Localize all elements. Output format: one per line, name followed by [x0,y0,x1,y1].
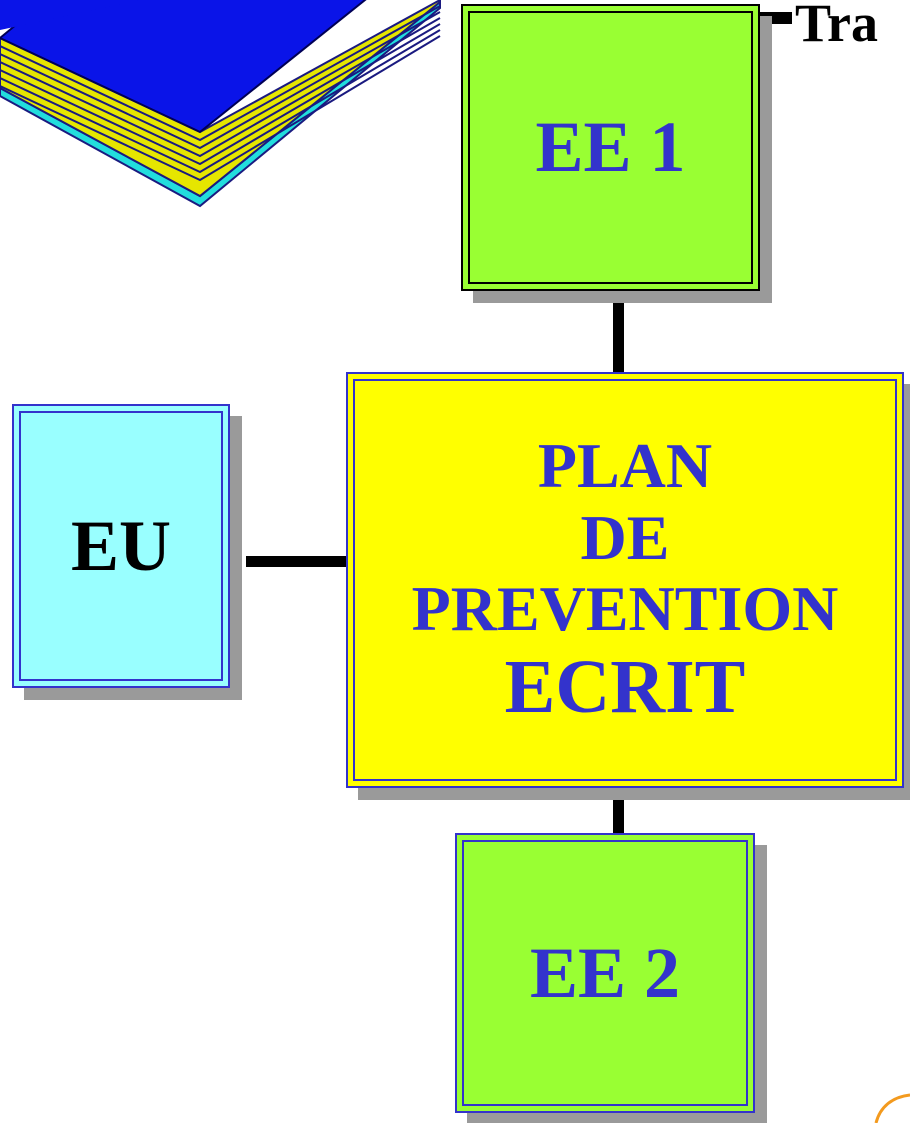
connector-plan-ee2 [613,798,624,836]
book-icon [0,0,441,208]
plan-node: PLAN DE PREVENTION ECRIT [346,372,904,788]
ee2-node: EE 2 [455,833,755,1113]
plan-line-4: ECRIT [504,644,746,729]
ee2-label: EE 2 [529,932,681,1013]
plan-line-1: PLAN [537,429,713,501]
connector-eu-plan [246,556,350,567]
ee1-label: EE 1 [535,107,686,187]
plan-line-2: DE [580,501,670,573]
ee1-node: EE 1 [461,4,760,291]
eu-node: EU [12,404,230,688]
connector-ee1-plan [613,302,624,378]
eu-label: EU [70,505,172,586]
title-fragment: Tra [795,0,878,53]
corner-decoration [874,1093,910,1123]
title-dash [756,12,792,24]
plan-line-3: PREVENTION [411,573,839,645]
